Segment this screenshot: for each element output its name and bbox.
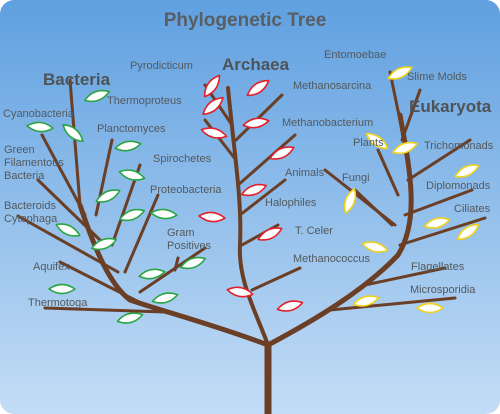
- label-aquifex: Aquifex: [33, 261, 70, 273]
- label-plants: Plants: [353, 137, 384, 149]
- label-gram-positives-line2: Positives: [167, 240, 212, 252]
- label-green-filamentous-line1: Green: [4, 144, 35, 156]
- leaf-icon: [116, 312, 144, 324]
- branch-flagellates: [363, 266, 447, 287]
- label-cyanobacteria: Cyanobacteria: [3, 108, 75, 120]
- label-gram-positives-line1: Gram: [167, 227, 195, 239]
- label-diplomonads: Diplomonads: [426, 180, 491, 192]
- branch-eukaryota-main: [265, 112, 414, 348]
- leaf-icon: [83, 89, 111, 103]
- leaf-icon: [62, 123, 84, 143]
- branch-bacteria-top: [68, 78, 82, 207]
- leaf-icon: [242, 117, 270, 129]
- branch-archaea-main: [226, 86, 270, 347]
- label-proteobacteria: Proteobacteria: [150, 184, 222, 196]
- leaf-icon: [118, 169, 146, 181]
- leaf-icon: [240, 183, 268, 197]
- leaf-icon: [179, 256, 207, 270]
- leaf-icon: [151, 292, 179, 304]
- leaf-icon: [257, 227, 283, 241]
- leaf-icon: [456, 223, 480, 241]
- label-thermotoga: Thermotoga: [28, 297, 88, 309]
- domain-label-eukaryota: Eukaryota: [409, 97, 492, 116]
- branch-thermoproteus: [203, 118, 238, 162]
- label-thermoproteus: Thermoproteus: [107, 95, 182, 107]
- leaf-icon: [391, 141, 419, 155]
- leaf-icon: [454, 164, 480, 178]
- branch-halophiles: [238, 178, 287, 217]
- branch-slime-molds: [400, 88, 422, 142]
- branch-diplomonads: [403, 188, 474, 217]
- leaf-icon: [269, 146, 295, 160]
- branch-proteobacteria: [123, 193, 160, 274]
- leaf-icon: [138, 268, 166, 280]
- label-pyrodicticum: Pyrodicticum: [130, 60, 193, 72]
- branch-trichomonads: [406, 138, 472, 182]
- diagram-title: Phylogenetic Tree: [164, 10, 327, 31]
- label-bacteroids-line1: Bacteroids: [4, 200, 56, 212]
- label-fungi: Fungi: [342, 172, 370, 184]
- leaf-icon: [416, 302, 444, 314]
- leaf-icon: [26, 121, 54, 133]
- leaf-icon: [226, 286, 254, 298]
- leaf-icon: [423, 217, 451, 229]
- leaf-icon: [90, 237, 118, 251]
- label-trichomonads: Trichomonads: [424, 140, 494, 152]
- label-methanobacterium: Methanobacterium: [282, 117, 373, 129]
- leaf-icon: [361, 241, 389, 253]
- label-slime-molds: Slime Molds: [407, 71, 467, 83]
- label-microsporidia: Microsporidia: [410, 284, 476, 296]
- domain-label-bacteria: Bacteria: [43, 70, 111, 89]
- leaf-icon: [48, 283, 76, 295]
- leaves-bacteria: [26, 89, 207, 324]
- leaves-archaea: [198, 74, 304, 312]
- leaves-eukaryota: [343, 66, 480, 314]
- label-flagellates: Flagellates: [411, 261, 465, 273]
- label-spirochetes: Spirochetes: [153, 153, 212, 165]
- label-methanosarcina: Methanosarcina: [293, 80, 372, 92]
- label-planctomyces: Planctomyces: [97, 123, 166, 135]
- branch-entomoebae: [388, 70, 404, 132]
- domain-label-archaea: Archaea: [222, 55, 290, 74]
- leaf-icon: [118, 208, 146, 222]
- leaf-icon: [198, 211, 226, 223]
- branch-fungi: [353, 188, 394, 227]
- branch-aquifex: [58, 260, 147, 307]
- branch-methanobacterium: [236, 133, 297, 187]
- leaf-icon: [202, 96, 224, 116]
- leaf-icon: [95, 189, 121, 203]
- branch-cyanobacteria: [40, 133, 87, 217]
- label-t-celer: T. Celer: [295, 225, 333, 237]
- leaf-icon: [200, 127, 228, 139]
- leaf-icon: [114, 140, 142, 152]
- branch-plants: [376, 148, 400, 197]
- label-ciliates: Ciliates: [454, 203, 491, 215]
- label-methanococcus: Methanococcus: [293, 253, 371, 265]
- branch-bacteroids: [16, 214, 120, 274]
- leaf-icon: [352, 295, 380, 307]
- label-green-filamentous-line2: Filamentous: [4, 157, 64, 169]
- leaf-icon: [276, 300, 304, 312]
- branch-ciliates: [398, 216, 487, 247]
- branch-thermotoga: [43, 306, 167, 314]
- leaf-icon: [365, 132, 389, 150]
- label-green-filamentous-line3: Bacteria: [4, 170, 45, 182]
- branch-gram-positives: [138, 246, 207, 294]
- label-bacteroids-line2: Cytophaga: [4, 213, 58, 225]
- leaf-icon: [203, 74, 221, 98]
- leaf-icon: [150, 208, 178, 220]
- branch-gram-inner: [173, 256, 180, 272]
- leaf-icon: [55, 223, 81, 237]
- leaf-icon: [343, 187, 357, 215]
- label-animals: Animals: [285, 167, 325, 179]
- branch-microsporidia: [328, 296, 457, 312]
- branch-methanococcus: [250, 266, 302, 292]
- leaf-icon: [387, 66, 413, 80]
- label-halophiles: Halophiles: [265, 197, 317, 209]
- leaf-icon: [246, 79, 270, 97]
- label-entomoebae: Entomoebae: [324, 49, 386, 61]
- branch-green-filamentous: [36, 178, 102, 242]
